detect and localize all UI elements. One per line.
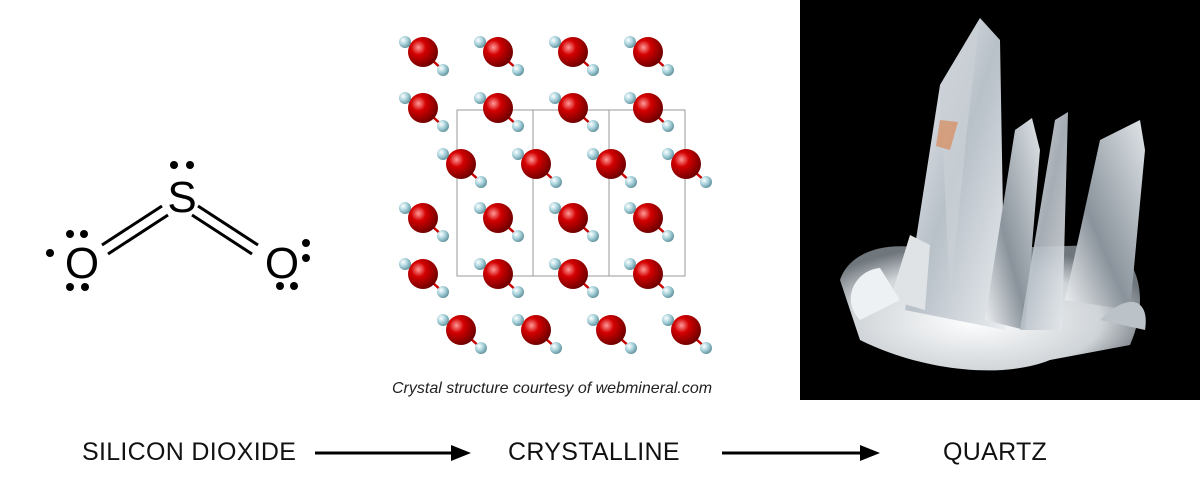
silicon-atom: [624, 202, 636, 214]
silicon-atom: [587, 230, 599, 242]
silicon-atom: [399, 36, 411, 48]
oxygen-atom: [633, 37, 663, 67]
lewis-left-atom: O: [65, 239, 99, 288]
silicon-atom: [625, 176, 637, 188]
silicon-atom: [550, 176, 562, 188]
silicon-atom: [474, 258, 486, 270]
silicon-atom: [437, 148, 449, 160]
lewis-center-atom: S: [167, 173, 196, 222]
quartz-crystal-image: [840, 18, 1146, 371]
silicon-atom: [437, 314, 449, 326]
oxygen-atom: [671, 315, 701, 345]
oxygen-atom: [408, 259, 438, 289]
silicon-atom: [662, 230, 674, 242]
crystal-atoms: [399, 36, 712, 354]
silicon-atom: [399, 202, 411, 214]
silicon-atom: [662, 314, 674, 326]
oxygen-atom: [558, 203, 588, 233]
silicon-atom: [587, 64, 599, 76]
silicon-atom: [624, 36, 636, 48]
silicon-atom: [474, 202, 486, 214]
left-double-bond: [101, 204, 169, 256]
oxygen-atom: [633, 259, 663, 289]
oxygen-atom: [446, 315, 476, 345]
silicon-atom: [512, 230, 524, 242]
right-double-bond: [191, 204, 259, 256]
silicon-atom: [549, 92, 561, 104]
silicon-atom: [662, 120, 674, 132]
silicon-atom: [587, 120, 599, 132]
silicon-atom: [512, 148, 524, 160]
silicon-atom: [549, 202, 561, 214]
silicon-atom: [512, 314, 524, 326]
silicon-atom: [549, 36, 561, 48]
silicon-atom: [700, 176, 712, 188]
silicon-atom: [624, 92, 636, 104]
silicon-atom: [475, 176, 487, 188]
arrow-right-icon: [722, 445, 880, 461]
label-quartz: QUARTZ: [943, 438, 1048, 466]
oxygen-atom: [446, 149, 476, 179]
silicon-atom: [662, 148, 674, 160]
silicon-atom: [550, 342, 562, 354]
lewis-right-atom: O: [265, 239, 299, 288]
oxygen-atom: [521, 315, 551, 345]
arrow-right-icon: [315, 445, 471, 461]
silicon-atom: [437, 230, 449, 242]
label-crystalline: CRYSTALLINE: [508, 438, 680, 466]
silicon-atom: [512, 64, 524, 76]
oxygen-atom: [558, 37, 588, 67]
silicon-atom: [587, 148, 599, 160]
oxygen-atom: [521, 149, 551, 179]
unit-cell-outline: [456, 109, 686, 277]
silicon-atom: [625, 342, 637, 354]
silicon-atom: [624, 258, 636, 270]
oxygen-atom: [483, 259, 513, 289]
label-silicon-dioxide: SILICON DIOXIDE: [82, 438, 297, 466]
oxygen-atom: [633, 93, 663, 123]
lone-pair-dots: [46, 161, 310, 291]
silicon-atom: [437, 120, 449, 132]
silicon-atom: [700, 342, 712, 354]
oxygen-atom: [408, 203, 438, 233]
silicon-atom: [474, 36, 486, 48]
quartz-photo: [800, 0, 1200, 400]
silicon-atom: [587, 314, 599, 326]
oxygen-atom: [671, 149, 701, 179]
silicon-atom: [474, 92, 486, 104]
silicon-atom: [399, 258, 411, 270]
oxygen-atom: [483, 203, 513, 233]
silicon-atom: [549, 258, 561, 270]
oxygen-atom: [483, 37, 513, 67]
silicon-atom: [475, 342, 487, 354]
silicon-atom: [662, 64, 674, 76]
silicon-atom: [662, 286, 674, 298]
oxygen-atom: [558, 259, 588, 289]
oxygen-atom: [483, 93, 513, 123]
silicon-atom: [587, 286, 599, 298]
oxygen-atom: [558, 93, 588, 123]
oxygen-atom: [408, 37, 438, 67]
silicon-atom: [437, 64, 449, 76]
silicon-atom: [437, 286, 449, 298]
crystal-structure-diagram: [399, 36, 712, 354]
crystal-caption: Crystal structure courtesy of webmineral…: [392, 380, 713, 397]
lewis-structure-diagram: S O O: [46, 161, 310, 291]
oxygen-atom: [408, 93, 438, 123]
silicon-atom: [512, 120, 524, 132]
silicon-atom: [399, 92, 411, 104]
oxygen-atom: [596, 149, 626, 179]
oxygen-atom: [596, 315, 626, 345]
oxygen-atom: [633, 203, 663, 233]
silicon-atom: [512, 286, 524, 298]
crystal-bonds: [404, 40, 707, 349]
